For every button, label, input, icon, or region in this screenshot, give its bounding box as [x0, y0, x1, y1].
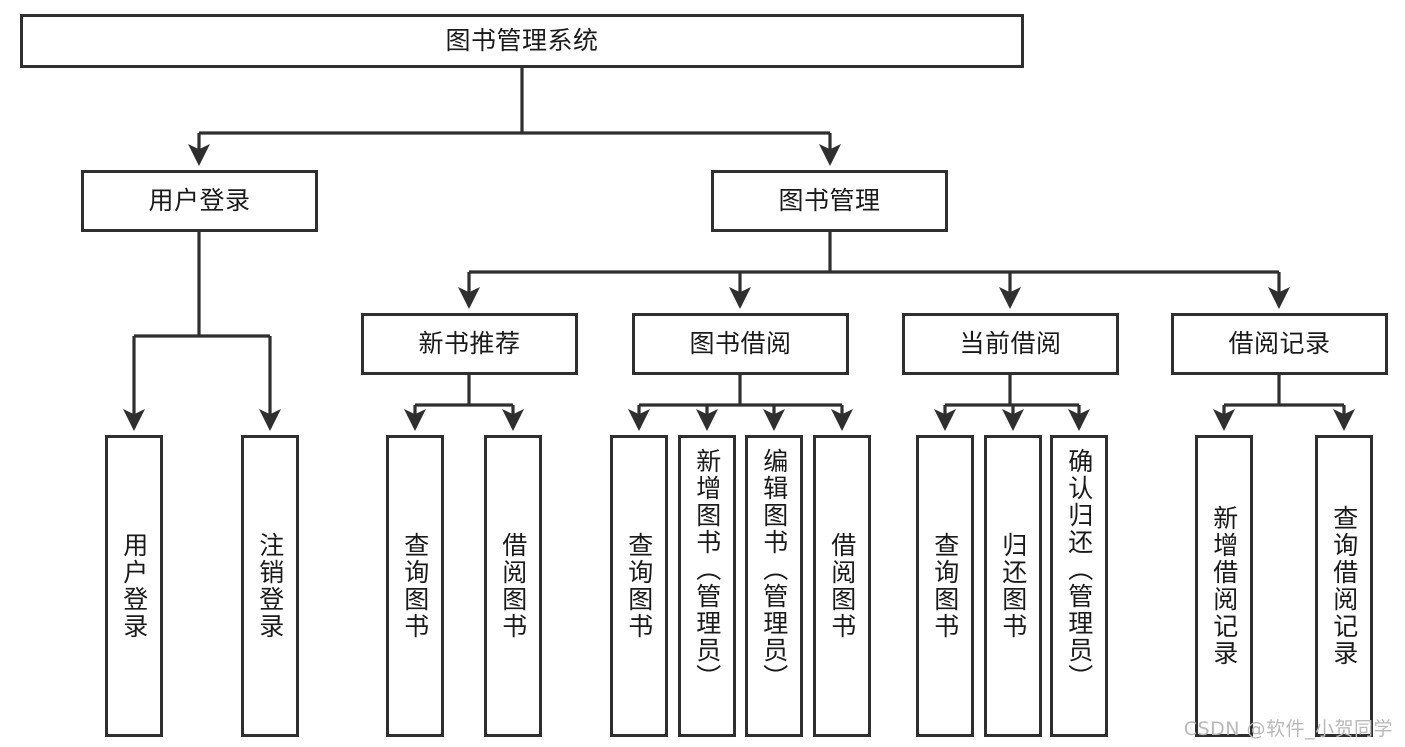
leaf-label: 注销登录: [255, 532, 285, 640]
node-borrow-records-label: 借阅记录: [1228, 329, 1331, 359]
node-book-management[interactable]: 图书管理: [711, 170, 948, 232]
leaf-label: 查询图书: [930, 532, 960, 640]
leaf-records-query-record[interactable]: 查询借阅记录: [1315, 435, 1373, 737]
leaf-user-login-login[interactable]: 用户登录: [105, 435, 163, 737]
node-book-borrow-label: 图书借阅: [689, 329, 792, 359]
leaf-label: 编辑图书（管理员）: [759, 448, 789, 691]
leaf-label: 查询图书: [624, 532, 654, 640]
leaf-label: 新增图书（管理员）: [692, 448, 722, 691]
leaf-borrow-borrow-book[interactable]: 借阅图书: [813, 435, 871, 737]
node-current-borrow[interactable]: 当前借阅: [902, 313, 1119, 375]
leaf-label: 确认归还（管理员）: [1064, 448, 1094, 691]
node-new-book-recommend[interactable]: 新书推荐: [361, 313, 578, 375]
node-root-label: 图书管理系统: [445, 26, 599, 56]
leaf-new-book-borrow[interactable]: 借阅图书: [484, 435, 542, 737]
leaf-borrow-edit-book-admin[interactable]: 编辑图书（管理员）: [745, 435, 803, 737]
leaf-label: 新增借阅记录: [1209, 505, 1239, 667]
leaf-borrow-query-book[interactable]: 查询图书: [610, 435, 668, 737]
leaf-new-book-query[interactable]: 查询图书: [386, 435, 444, 737]
node-user-login-label: 用户登录: [148, 186, 251, 216]
node-current-borrow-label: 当前借阅: [959, 329, 1062, 359]
leaf-records-add-record[interactable]: 新增借阅记录: [1195, 435, 1253, 737]
leaf-label: 借阅图书: [827, 532, 857, 640]
leaf-current-query-book[interactable]: 查询图书: [916, 435, 974, 737]
leaf-label: 借阅图书: [498, 532, 528, 640]
watermark-text: CSDN @软件_小贺同学: [1183, 718, 1393, 740]
leaf-borrow-add-book-admin[interactable]: 新增图书（管理员）: [678, 435, 736, 737]
leaf-label: 查询图书: [400, 532, 430, 640]
node-book-borrow[interactable]: 图书借阅: [632, 313, 849, 375]
node-user-login[interactable]: 用户登录: [81, 170, 318, 232]
node-borrow-records[interactable]: 借阅记录: [1171, 313, 1388, 375]
leaf-label: 查询借阅记录: [1329, 505, 1359, 667]
leaf-user-login-logout[interactable]: 注销登录: [241, 435, 299, 737]
leaf-current-confirm-return-admin[interactable]: 确认归还（管理员）: [1050, 435, 1108, 737]
node-new-book-recommend-label: 新书推荐: [418, 329, 521, 359]
node-book-management-label: 图书管理: [778, 186, 881, 216]
leaf-current-return-book[interactable]: 归还图书: [984, 435, 1042, 737]
node-root[interactable]: 图书管理系统: [20, 14, 1024, 68]
leaf-label: 用户登录: [119, 532, 149, 640]
leaf-label: 归还图书: [998, 532, 1028, 640]
